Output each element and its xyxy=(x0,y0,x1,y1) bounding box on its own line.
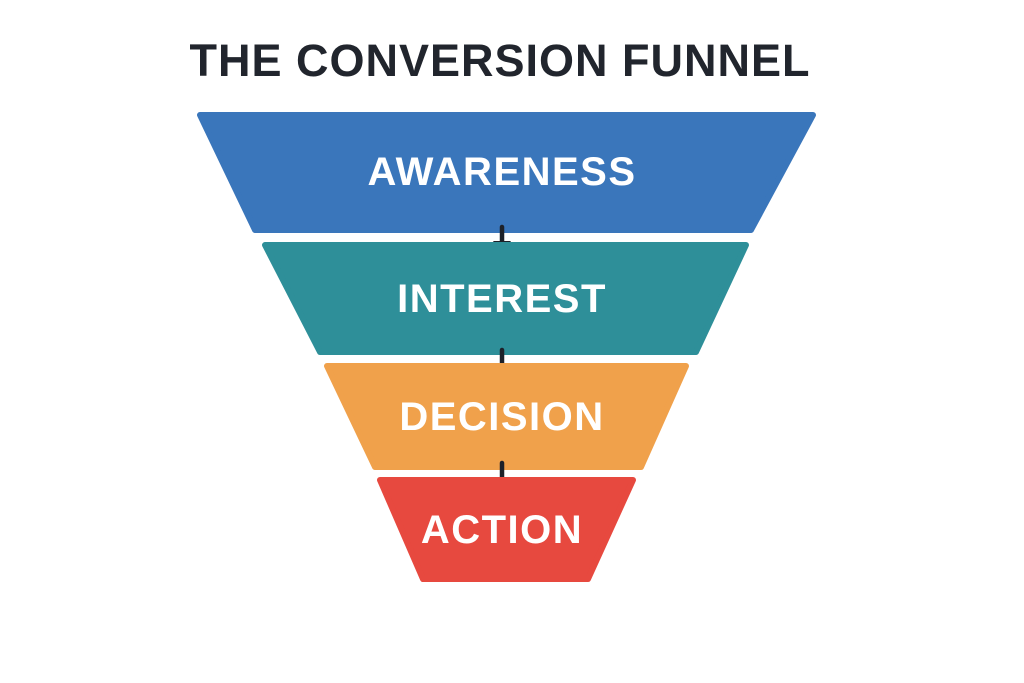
funnel-stage-awareness-shape xyxy=(197,112,816,233)
page-title: THE CONVERSION FUNNEL xyxy=(189,35,811,86)
funnel-stage-awareness: AWARENESS xyxy=(197,112,816,233)
funnel-stage-decision-shape xyxy=(324,363,689,470)
funnel-stage-interest-label: INTEREST xyxy=(397,277,607,321)
funnel-stage-interest-shape xyxy=(262,242,749,355)
funnel-stage-decision: DECISION xyxy=(324,363,689,470)
funnel-stage-awareness-label: AWARENESS xyxy=(367,150,636,194)
funnel-stage-action-label: ACTION xyxy=(421,508,583,552)
funnel-stage-interest: INTEREST xyxy=(262,242,749,355)
funnel-stage-decision-label: DECISION xyxy=(399,395,604,439)
funnel-stage-action-shape xyxy=(377,477,636,582)
funnel-stage-action: ACTION xyxy=(377,477,636,582)
